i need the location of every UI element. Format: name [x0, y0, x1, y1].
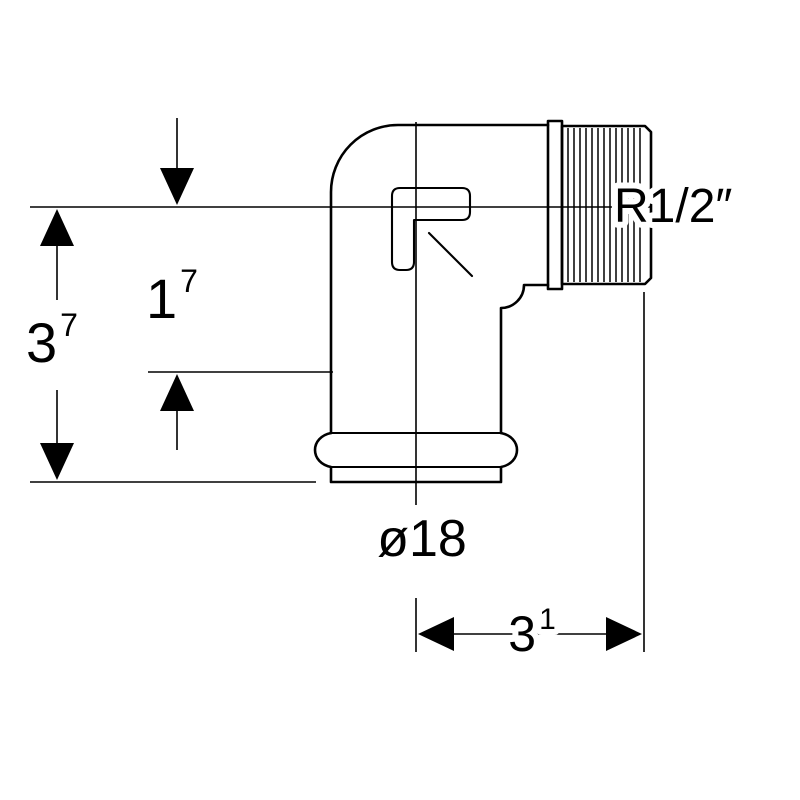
arrow-left-width: [418, 617, 454, 651]
insertion-depth-label: 17: [146, 263, 198, 330]
total-height-superscript: 7: [60, 307, 78, 343]
inner-chamfer-line: [427, 231, 474, 278]
thread-body: [560, 124, 653, 286]
width-value: 3: [508, 606, 536, 662]
arrow-right-width: [606, 617, 642, 651]
elbow-outer-contour: [329, 123, 550, 435]
arrow-up-insertion: [160, 374, 194, 411]
thread-collar: [546, 119, 564, 291]
elbow-inner-contour: [499, 283, 550, 435]
thread-size-label: R1/2″: [614, 180, 732, 233]
arrow-down-top: [160, 168, 194, 205]
insertion-depth-superscript: 7: [180, 263, 198, 299]
inner-bore-contour: [390, 186, 472, 272]
arrow-down-total-height: [40, 443, 74, 480]
insertion-depth-value: 1: [146, 267, 177, 330]
arrow-up-total-height: [40, 209, 74, 246]
width-superscript: 1: [539, 603, 556, 636]
press-socket: [313, 431, 519, 484]
total-height-value: 3: [26, 311, 57, 374]
diameter-label: ø18: [377, 510, 467, 568]
total-height-label: 37: [26, 307, 78, 374]
thread-hatching: [567, 128, 641, 282]
